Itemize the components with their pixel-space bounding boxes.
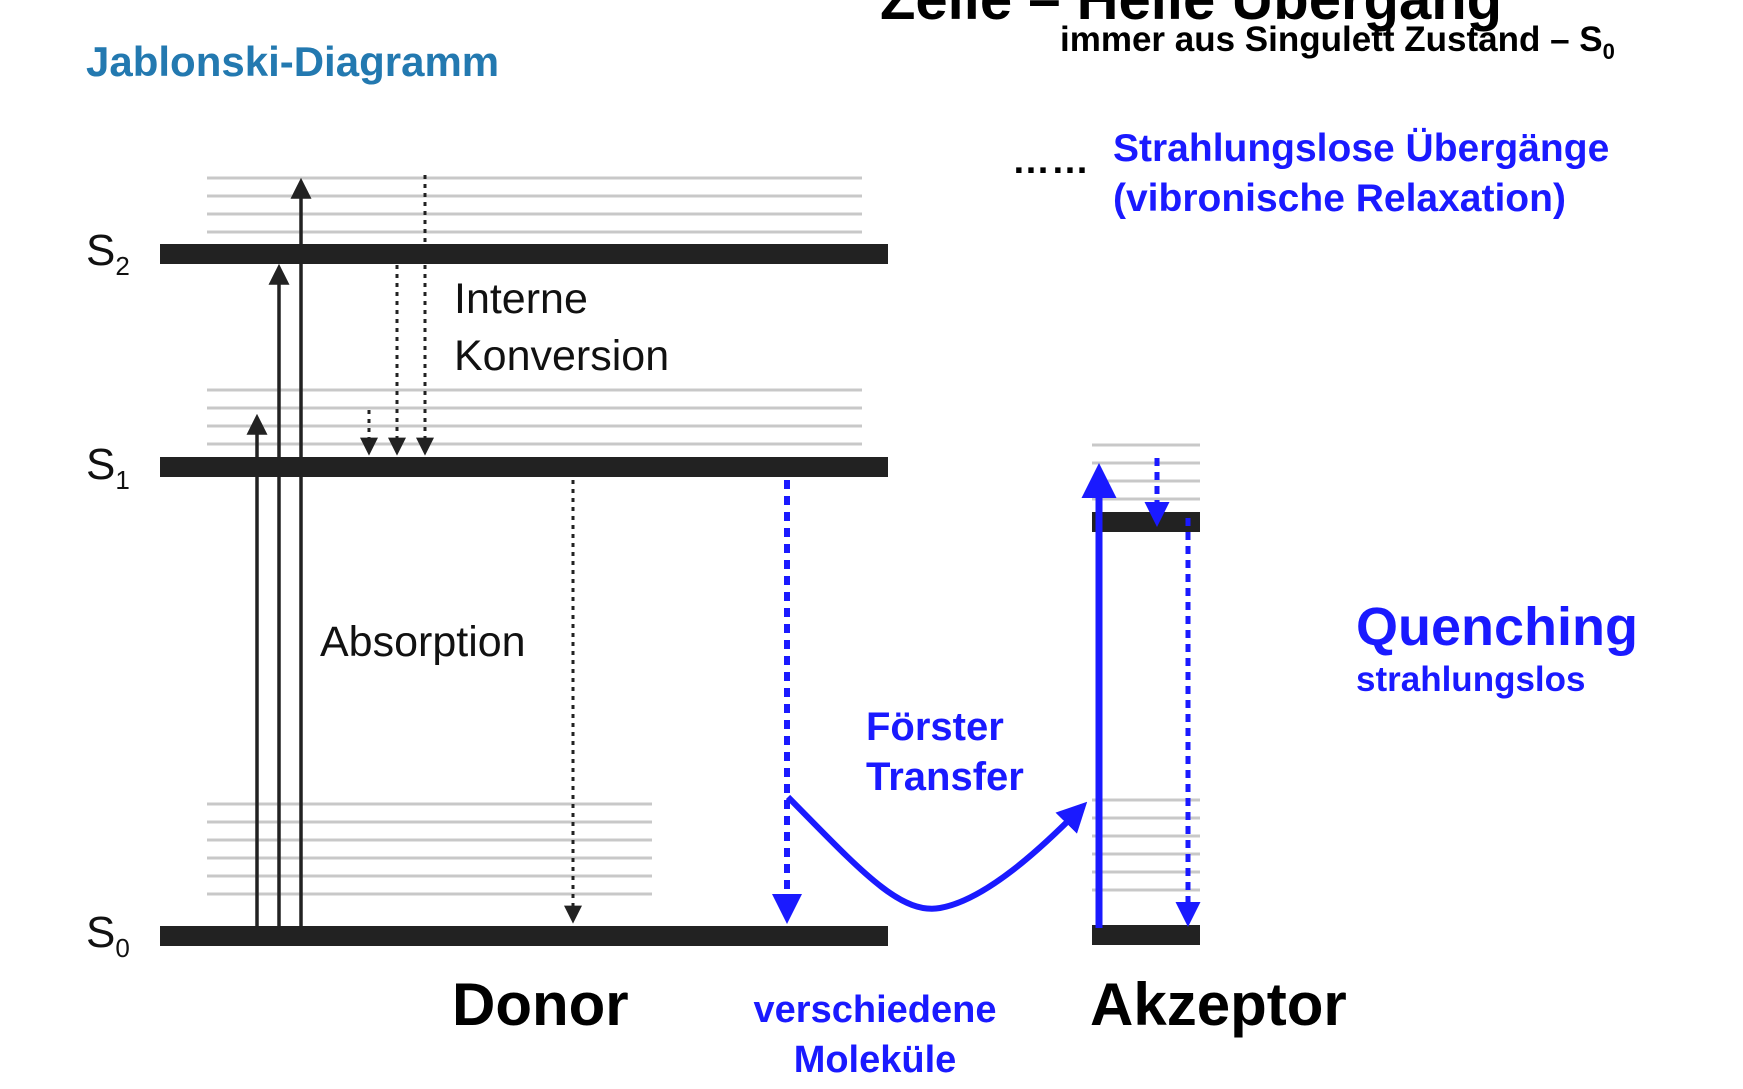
level-s0-main: S <box>86 908 116 957</box>
legend-text: Strahlungslose Übergänge (vibronische Re… <box>1113 124 1609 224</box>
legend-line-1: Strahlungslose Übergänge <box>1113 127 1610 170</box>
label-akzeptor: Akzeptor <box>1090 971 1347 1038</box>
label-konversion: Konversion <box>454 332 670 380</box>
level-s1-bar <box>160 457 888 477</box>
label-molekuele: Moleküle <box>793 1039 957 1081</box>
vibrational-levels-s2 <box>207 176 862 234</box>
legend-line-2: (vibronische Relaxation) <box>1113 177 1566 220</box>
absorption-arrows <box>246 177 312 926</box>
label-quenching: Quenching <box>1356 597 1638 657</box>
level-s0-bar <box>160 926 888 946</box>
acceptor-vibrational-levels <box>1092 443 1200 892</box>
label-donor: Donor <box>452 971 629 1038</box>
vibrational-levels-s1 <box>207 388 862 446</box>
level-s2-bar <box>160 244 888 264</box>
label-foerster-transfer: Förster Transfer <box>866 702 1024 802</box>
level-s1-sub: 1 <box>115 464 130 495</box>
subheading-sub: 0 <box>1602 39 1615 64</box>
label-foerster: Förster <box>866 705 1004 749</box>
diagram-title: Jablonski-Diagramm <box>86 38 500 85</box>
label-strahlungslos: strahlungslos <box>1356 660 1586 699</box>
level-label-s2: S2 <box>86 226 130 282</box>
level-s1-main: S <box>86 440 116 489</box>
vibrational-levels-s0 <box>207 802 652 896</box>
legend-dots: …… <box>1012 140 1090 182</box>
level-s2-main: S <box>86 226 116 275</box>
level-s0-sub: 0 <box>115 932 130 963</box>
label-verschiedene: verschiedene <box>753 989 997 1031</box>
subheading: immer aus Singulett Zustand – S0 <box>1060 20 1615 65</box>
level-label-s1: S1 <box>86 440 130 496</box>
label-absorption: Absorption <box>320 618 526 666</box>
label-interne: Interne <box>454 275 588 323</box>
label-transfer: Transfer <box>866 755 1024 799</box>
label-verschiedene-molekuele: verschiedene Moleküle <box>735 985 1015 1085</box>
level-s2-sub: 2 <box>115 250 130 281</box>
acceptor-level-s1-bar <box>1092 512 1200 532</box>
foerster-transfer-curve <box>785 794 1088 912</box>
clipped-heading: Zelle – Helle Übergang <box>880 0 1502 33</box>
level-label-s0: S0 <box>86 908 130 964</box>
internal-conversion-arrows <box>360 175 434 456</box>
subheading-main: immer aus Singulett Zustand – S <box>1060 20 1603 59</box>
acceptor-level-s0-bar <box>1092 925 1200 945</box>
